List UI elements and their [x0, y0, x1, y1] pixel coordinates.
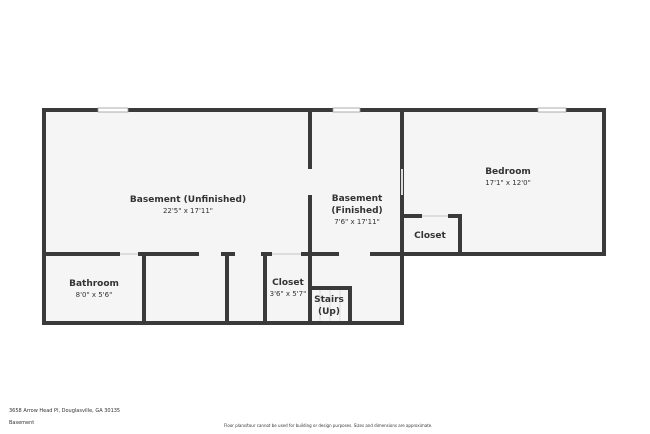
- room-stairs: Stairs (Up): [314, 294, 344, 318]
- floor-fill: [44, 110, 606, 323]
- room-name: Basement (Unfinished): [129, 195, 247, 205]
- room-dims: 22'5" x 17'11": [162, 207, 214, 215]
- walls: [42, 108, 606, 325]
- room-dims: 3'6" x 5'7": [269, 290, 307, 298]
- room-name: Bedroom: [485, 167, 531, 177]
- room-name: Closet: [414, 231, 446, 241]
- room-closet-bedroom: Closet: [414, 230, 446, 242]
- room-dims: 17'1" x 12'0": [485, 179, 531, 187]
- windows: [97, 107, 567, 113]
- room-name: Bathroom: [69, 279, 119, 289]
- doors: [120, 169, 448, 255]
- room-basement-unfinished: Basement (Unfinished) 22'5" x 17'11": [130, 194, 246, 216]
- room-basement-finished: Basement (Finished) 7'6" x 17'11": [327, 193, 387, 227]
- room-name: Closet: [272, 278, 304, 288]
- stair-lines: [319, 290, 341, 321]
- room-dims: 8'0" x 5'6": [75, 291, 113, 299]
- floor-label: Basement: [9, 420, 35, 426]
- room-closet: Closet 3'6" x 5'7": [270, 277, 307, 299]
- address: 3658 Arrow Head Pl, Douglasville, GA 301…: [9, 408, 121, 414]
- disclaimer: Floor plans/tour cannot be used for buil…: [224, 423, 433, 428]
- room-dims: 7'6" x 17'11": [334, 218, 380, 226]
- room-bathroom: Bathroom 8'0" x 5'6": [69, 278, 119, 300]
- room-name: Basement (Finished): [331, 194, 383, 216]
- room-bedroom: Bedroom 17'1" x 12'0": [485, 166, 531, 188]
- room-name: Stairs (Up): [314, 295, 344, 317]
